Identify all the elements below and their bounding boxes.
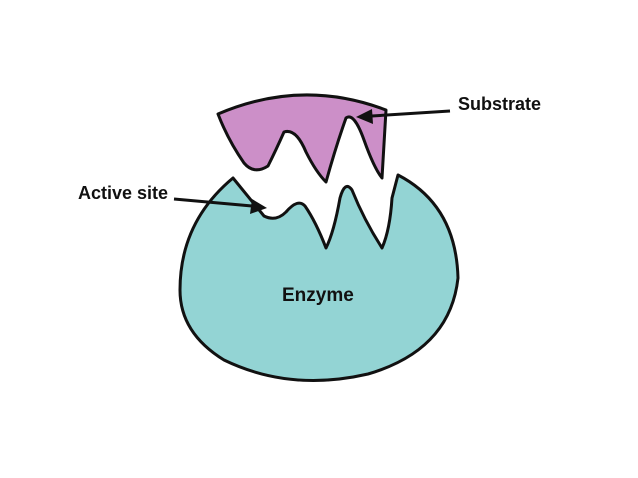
substrate-label: Substrate (458, 94, 542, 114)
enzyme-label: Enzyme (282, 285, 354, 306)
active-site-label: Active site (78, 183, 169, 203)
substrate-arrowhead (356, 109, 373, 124)
active-site-arrowhead (250, 199, 267, 214)
substrate-arrow (371, 109, 451, 118)
substrate-shape (216, 93, 388, 184)
active-site-arrow (173, 197, 253, 208)
enzyme-shape (178, 173, 460, 382)
